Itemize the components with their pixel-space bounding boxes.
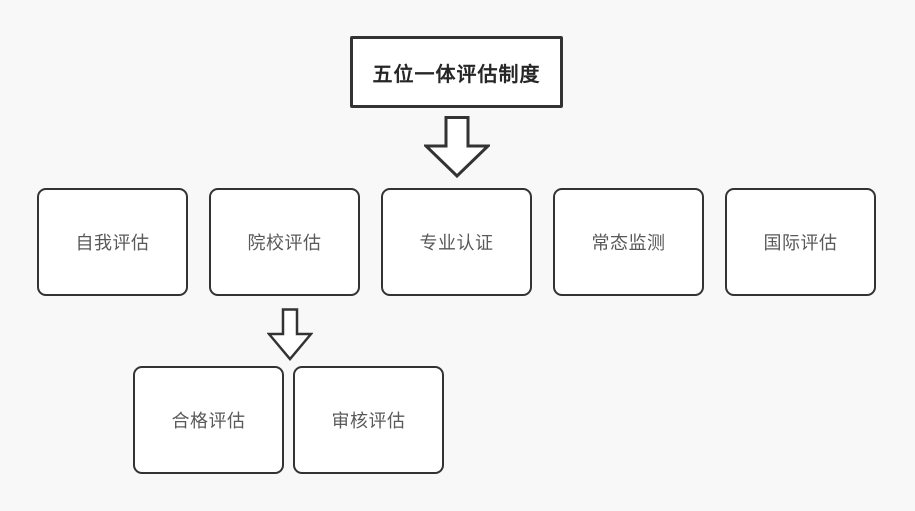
node-normal-monitoring: 常态监测 <box>553 188 704 296</box>
node-institution-evaluation: 院校评估 <box>209 188 360 296</box>
node-professional-certification: 专业认证 <box>381 188 532 296</box>
node-root-label: 五位一体评估制度 <box>372 63 541 86</box>
node-label: 专业认证 <box>419 233 494 253</box>
node-label: 审核评估 <box>331 411 406 431</box>
down-arrow-icon <box>424 116 490 178</box>
node-label: 常态监测 <box>591 233 666 253</box>
node-label: 合格评估 <box>171 411 246 431</box>
node-label: 院校评估 <box>247 233 322 253</box>
node-root-title: 五位一体评估制度 <box>350 36 563 108</box>
node-self-evaluation: 自我评估 <box>37 188 188 296</box>
node-label: 国际评估 <box>763 233 838 253</box>
node-label: 自我评估 <box>75 233 150 253</box>
node-audit-evaluation: 审核评估 <box>293 366 444 474</box>
node-qualified-evaluation: 合格评估 <box>133 366 284 474</box>
down-arrow-icon <box>267 308 313 361</box>
node-international-evaluation: 国际评估 <box>725 188 876 296</box>
